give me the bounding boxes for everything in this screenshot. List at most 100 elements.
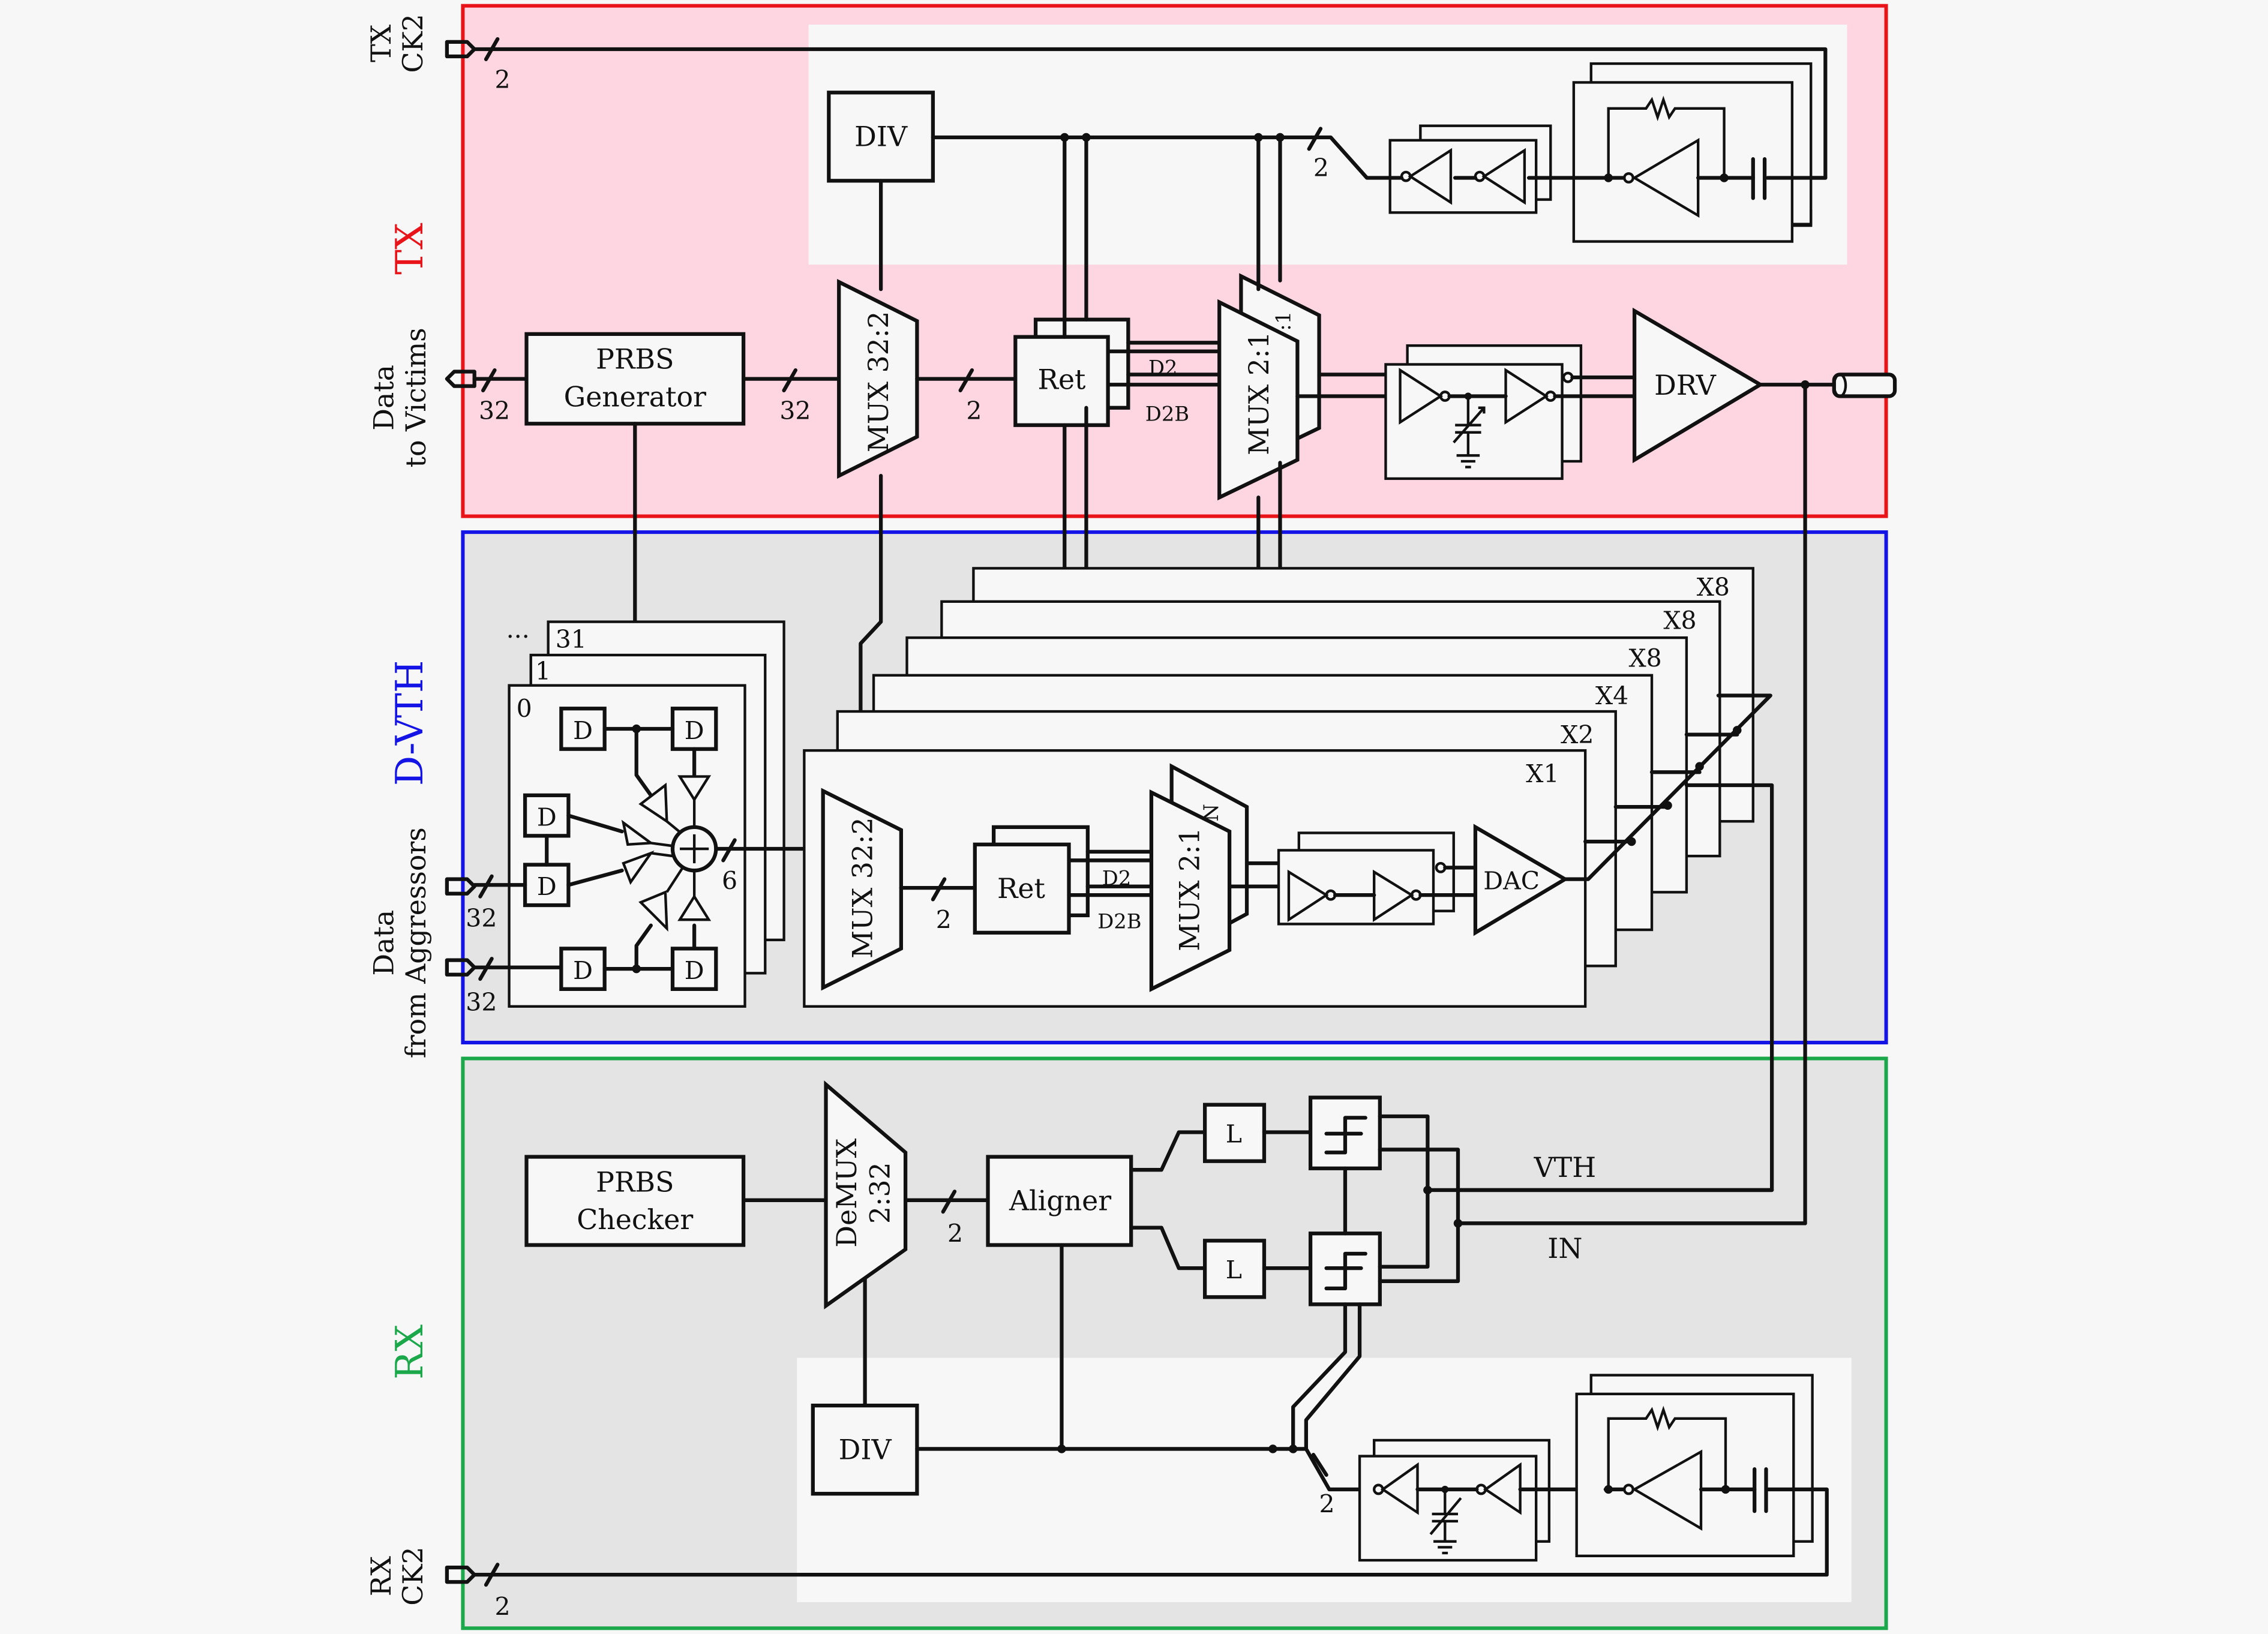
rx-clock-port[interactable] <box>445 1565 476 1584</box>
aggressor-2-bus-width: 32 <box>466 988 497 1017</box>
svg-text:PRBS: PRBS <box>596 1166 674 1198</box>
comparator-blocks <box>1308 1095 1382 1306</box>
tx-clock-buffer-chain <box>1388 124 1576 214</box>
weight-x1: X1 <box>1526 759 1559 788</box>
dvth-retimer-block: Ret <box>973 825 1090 935</box>
weight-x2: X2 <box>1561 720 1594 749</box>
svg-text:DRV: DRV <box>1654 369 1717 401</box>
tx-div-block: DIV <box>827 91 935 183</box>
tx-data-port-label: Data to Victims <box>368 328 432 467</box>
svg-text:DIV: DIV <box>854 120 908 152</box>
sum-out-bus-width: 6 <box>722 867 737 896</box>
svg-text:DeMUX: DeMUX <box>830 1138 863 1247</box>
svg-text:D: D <box>573 956 593 985</box>
dvth-mux-32-2: MUX 32:2 <box>821 788 904 991</box>
weight-x8-c: X8 <box>1697 573 1730 602</box>
svg-text:Generator: Generator <box>564 380 706 413</box>
svg-text:to Victims: to Victims <box>400 328 432 467</box>
vth-label: VTH <box>1534 1151 1597 1184</box>
tx-clock-port-label: TX CK2 <box>365 14 429 73</box>
filter-index-0: 0 <box>517 695 532 723</box>
tx-div-bus-width: 2 <box>1313 154 1329 182</box>
svg-text:CK2: CK2 <box>397 1546 429 1605</box>
svg-text:PRBS: PRBS <box>596 343 674 376</box>
svg-text:D: D <box>573 716 593 745</box>
rx-clock-bus-width: 2 <box>494 1593 510 1621</box>
dvth-mux-out-bus-width: 2 <box>936 906 952 935</box>
tx-mux-2-1: :1 MUX 2:1 <box>1217 273 1321 501</box>
dvth-d2-label: D2 <box>1102 866 1132 890</box>
latch-blocks: L L <box>1202 1103 1267 1299</box>
svg-text:DIV: DIV <box>839 1433 892 1465</box>
tx-mux-32-2: MUX 32:2 <box>837 279 919 479</box>
svg-text:D: D <box>685 956 704 985</box>
aggressor-port-2[interactable] <box>445 958 476 977</box>
svg-text:D: D <box>537 872 557 901</box>
svg-text:MUX 32:2: MUX 32:2 <box>862 311 895 452</box>
svg-text::1: :1 <box>1271 311 1295 331</box>
aggressor-1-bus-width: 32 <box>466 904 497 933</box>
svg-text:MUX 32:2: MUX 32:2 <box>847 817 879 958</box>
svg-text:TX: TX <box>365 24 397 62</box>
filter-ellipsis: ··· <box>506 622 530 651</box>
tx-predriver-chain <box>1384 344 1637 480</box>
tx-d2-label: D2 <box>1148 356 1178 379</box>
filter-index-31: 31 <box>556 625 587 654</box>
aggressor-port-1[interactable] <box>445 877 476 896</box>
weight-x4: X4 <box>1595 681 1628 710</box>
aggressor-data-port-label: Data from Aggressors <box>368 827 432 1058</box>
svg-text:2:32: 2:32 <box>864 1162 896 1224</box>
rx-div-block: DIV <box>811 1403 919 1496</box>
delay-cells: D D D D D D <box>523 707 718 991</box>
rx-clock-port-label: RX CK2 <box>365 1546 429 1605</box>
tx-d2b-label: D2B <box>1145 402 1189 425</box>
svg-text:MUX 2:1: MUX 2:1 <box>1243 332 1275 455</box>
dvth-d2b-label: D2B <box>1097 910 1141 933</box>
svg-text:Ret: Ret <box>997 872 1046 905</box>
prbs-checker-block: PRBS Checker <box>524 1155 746 1247</box>
tx-clock-bus-width: 2 <box>494 65 510 94</box>
svg-text:Ret: Ret <box>1037 363 1086 395</box>
dac-block: DAC <box>1473 824 1569 936</box>
rx-resistive-feedback-amp <box>1575 1374 1829 1575</box>
dac-slice-stack: X8 X8 X8 X4 X2 X1 <box>803 567 1754 1008</box>
tap-weight-amplifiers <box>621 775 712 932</box>
svg-text:Data: Data <box>368 365 400 431</box>
svg-text:Data: Data <box>368 910 400 976</box>
dvth-mux-2-1: N MUX 2:1 <box>1149 763 1249 992</box>
prbs-generator-block: PRBS Generator <box>524 332 746 426</box>
svg-text:D: D <box>537 803 557 831</box>
rx-demux-2-32: DeMUX 2:32 <box>824 1080 908 1309</box>
aligner-block: Aligner <box>986 1155 1133 1247</box>
prbs-out-bus-width: 32 <box>779 397 811 425</box>
svg-text:D: D <box>685 716 704 745</box>
summing-node <box>670 825 718 873</box>
rx-div-bus-width: 2 <box>1319 1490 1335 1519</box>
tx-resistive-feedback-amp <box>1571 62 1828 243</box>
rx-section-label: RX <box>388 1324 431 1380</box>
svg-text:L: L <box>1226 1119 1242 1148</box>
svg-text:MUX 2:1: MUX 2:1 <box>1173 827 1205 951</box>
tx-driver-block: DRV <box>1632 307 1764 464</box>
svg-text:from Aggressors: from Aggressors <box>400 827 432 1058</box>
svg-text:Aligner: Aligner <box>1009 1185 1111 1217</box>
svg-text:L: L <box>1226 1255 1242 1284</box>
tx-section-label: TX <box>388 223 431 275</box>
svg-text:CK2: CK2 <box>397 14 429 73</box>
tx-mux-out-bus-width: 2 <box>966 397 982 425</box>
dvth-buffer-chain <box>1277 831 1478 926</box>
tx-retimer-block: Ret <box>1013 317 1130 427</box>
filter-index-1: 1 <box>535 657 551 686</box>
demux-in-bus-width: 2 <box>947 1220 963 1248</box>
in-label: IN <box>1547 1232 1582 1264</box>
weight-x8-a: X8 <box>1628 644 1661 672</box>
tx-data-bus-width: 32 <box>479 397 510 425</box>
tx-clock-port[interactable] <box>445 40 476 59</box>
tx-output-connector[interactable] <box>1832 373 1897 398</box>
svg-text:DAC: DAC <box>1483 867 1540 896</box>
svg-text:RX: RX <box>365 1556 397 1596</box>
dvth-section-label: D-VTH <box>388 660 431 786</box>
svg-text:Checker: Checker <box>577 1203 693 1236</box>
weight-x8-b: X8 <box>1663 606 1696 635</box>
